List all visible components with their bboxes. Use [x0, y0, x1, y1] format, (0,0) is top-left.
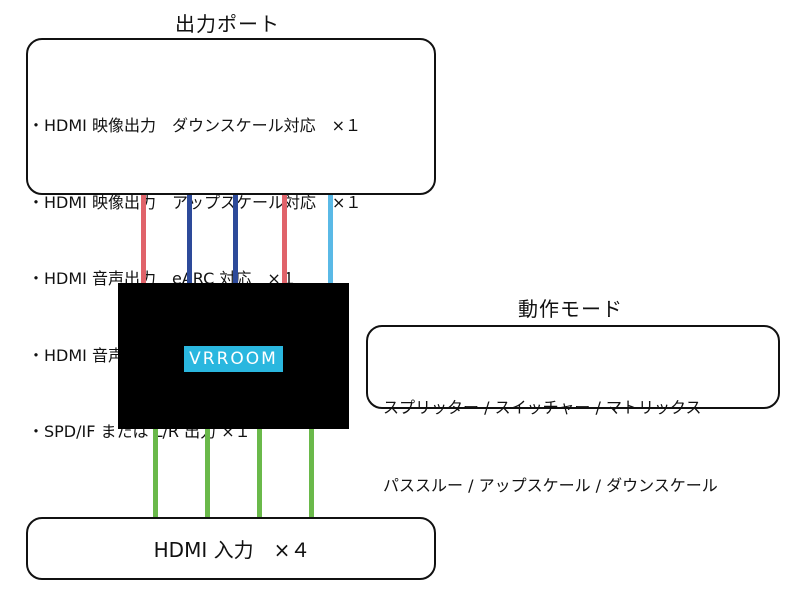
output-ports-title: 出力ポート: [175, 12, 280, 36]
operation-modes-title: 動作モード: [518, 297, 623, 321]
operation-modes-box: [366, 325, 780, 409]
hdmi-input-label: HDMI 入力 ×４: [153, 538, 311, 562]
input-wire-1: [153, 429, 158, 518]
output-port-item: ・HDMI 映像出力 アップスケール対応 ×１: [28, 192, 362, 212]
operation-mode-line: スプリッター / スイッチャー / マトリックス: [383, 398, 702, 417]
device-brand-label: VRROOM: [184, 346, 283, 372]
output-ports-box: [26, 38, 436, 195]
output-wire-2: [187, 195, 192, 284]
input-wire-3: [257, 429, 262, 518]
output-wire-5: [328, 195, 333, 284]
output-wire-3: [233, 195, 238, 284]
output-wire-1: [141, 195, 146, 284]
operation-mode-line: パススルー / アップスケール / ダウンスケール: [383, 476, 718, 495]
input-wire-2: [205, 429, 210, 518]
input-wire-4: [309, 429, 314, 518]
operation-modes-list: スプリッター / スイッチャー / マトリックス パススルー / アップスケール…: [383, 343, 718, 525]
output-port-item: ・HDMI 映像出力 ダウンスケール対応 ×１: [28, 116, 362, 135]
output-wire-4: [282, 195, 287, 284]
hdmi-input-box: [26, 517, 436, 580]
